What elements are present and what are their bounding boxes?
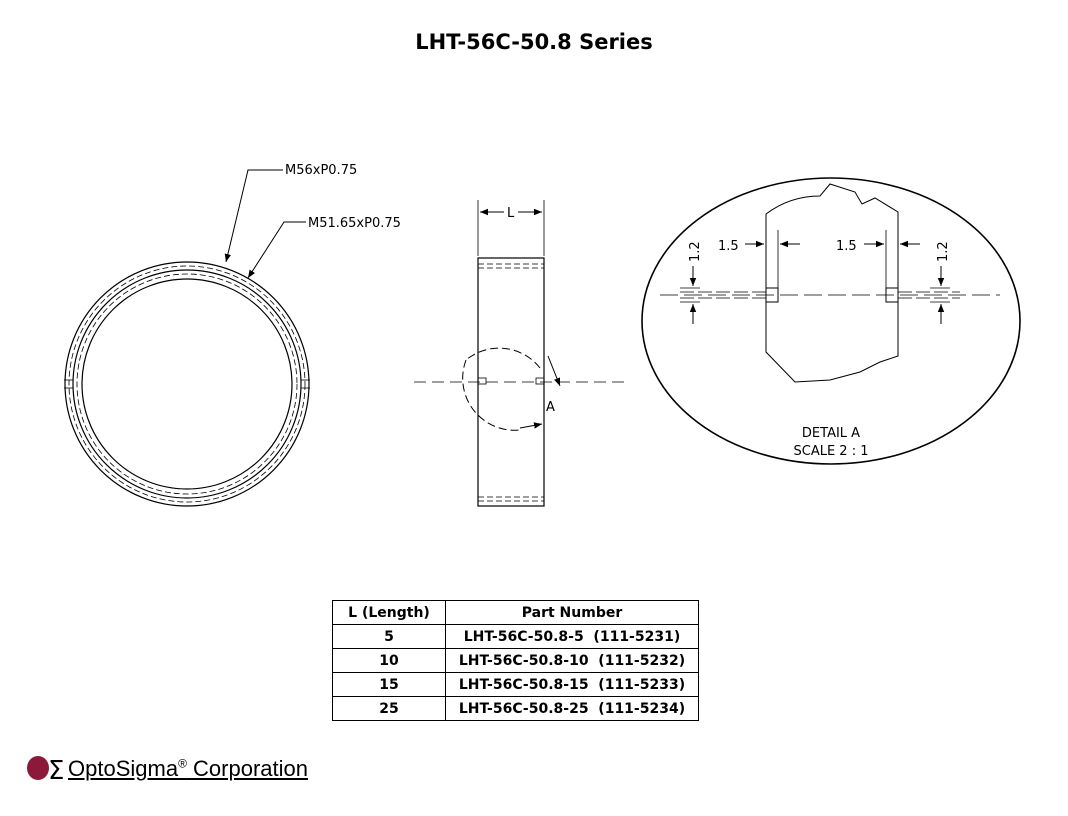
company-logo: Σ OptoSigma® Corporation xyxy=(26,750,326,786)
detail-caption-title: DETAIL A xyxy=(802,426,860,441)
page-title: LHT-56C-50.8 Series xyxy=(415,30,653,54)
inner-thread-label: M51.65xP0.75 xyxy=(308,216,401,231)
side-view xyxy=(414,200,630,507)
table-header-length: L (Length) xyxy=(332,600,446,625)
table-cell-length: 10 xyxy=(332,648,446,673)
table-cell-length: 15 xyxy=(332,672,446,697)
optosigma-logo-icon: Σ xyxy=(27,756,64,782)
table-header-row: L (Length) Part Number xyxy=(332,600,699,625)
outer-thread-label: M56xP0.75 xyxy=(285,163,357,178)
table-cell-length: 5 xyxy=(332,624,446,649)
company-name: OptoSigma® Corporation xyxy=(68,756,308,781)
table-row: 5 LHT-56C-50.8-5 (111-5231) xyxy=(332,624,699,649)
detail-dim-right-depth: 1.2 xyxy=(936,241,951,262)
front-view-ring xyxy=(64,261,310,507)
table-cell-length: 25 xyxy=(332,696,446,721)
svg-text:Σ: Σ xyxy=(48,756,64,782)
outer-thread-leader xyxy=(224,169,283,263)
detail-caption-scale: SCALE 2 : 1 xyxy=(794,444,869,459)
table-row: 10 LHT-56C-50.8-10 (111-5232) xyxy=(332,648,699,673)
table-row: 15 LHT-56C-50.8-15 (111-5233) xyxy=(332,672,699,697)
table-header-part: Part Number xyxy=(445,600,699,625)
detail-dim-left-width: 1.5 xyxy=(718,239,739,254)
table-row: 25 LHT-56C-50.8-25 (111-5234) xyxy=(332,696,699,721)
length-label: L xyxy=(507,206,515,221)
table-cell-part: LHT-56C-50.8-25 (111-5234) xyxy=(445,696,699,721)
part-number-table: L (Length) Part Number 5 LHT-56C-50.8-5 … xyxy=(332,600,699,721)
table-cell-part: LHT-56C-50.8-15 (111-5233) xyxy=(445,672,699,697)
table-cell-part: LHT-56C-50.8-5 (111-5231) xyxy=(445,624,699,649)
detail-dim-left-depth: 1.2 xyxy=(688,241,703,262)
inner-thread-leader xyxy=(247,221,306,279)
table-cell-part: LHT-56C-50.8-10 (111-5232) xyxy=(445,648,699,673)
detail-a-view xyxy=(641,177,1021,465)
detail-marker: A xyxy=(546,400,555,415)
detail-dim-right-width: 1.5 xyxy=(836,239,857,254)
